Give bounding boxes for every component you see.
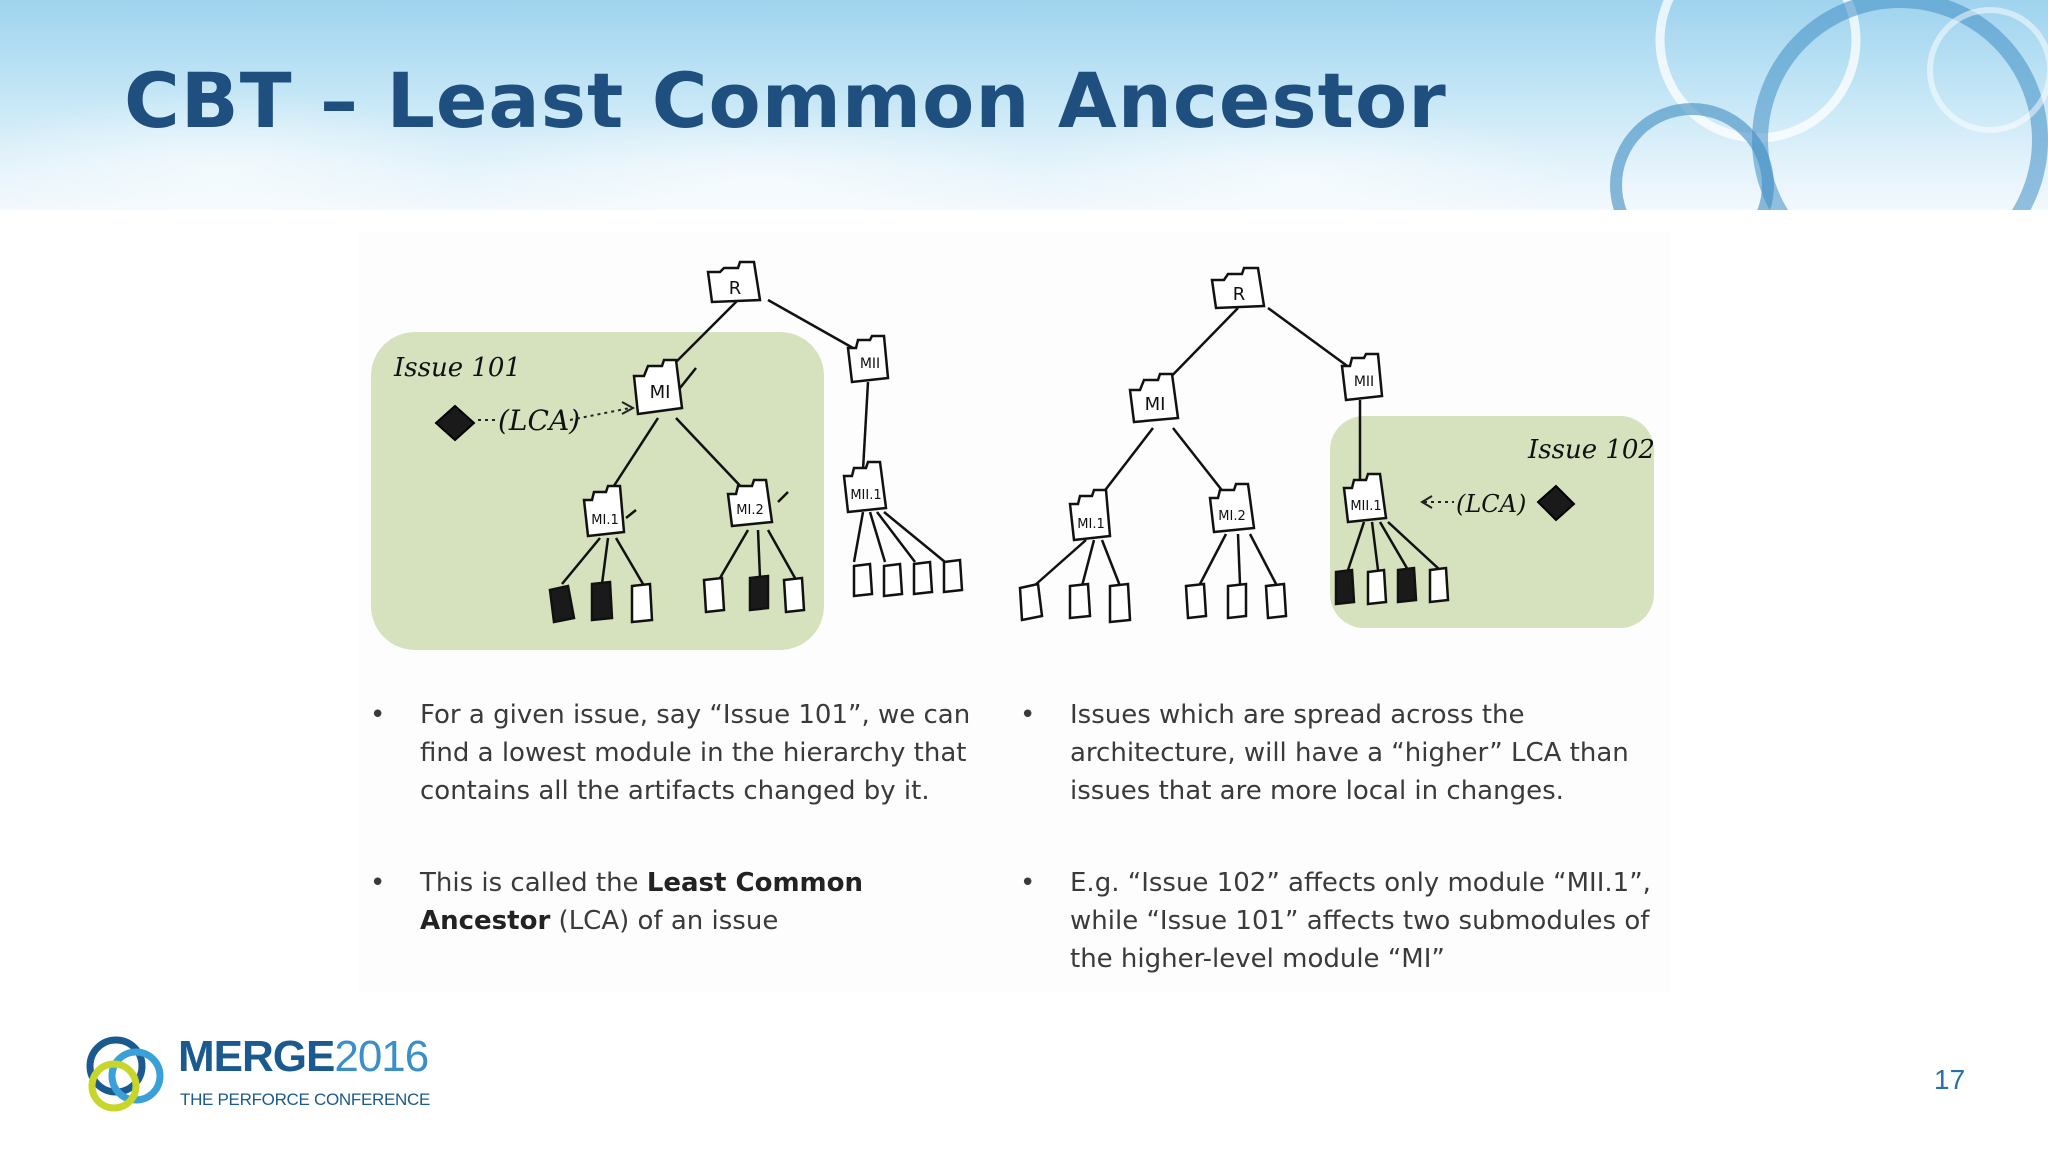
merge-2016-logo: MERGE2016 THE PERFORCE CONFERENCE: [80, 1028, 440, 1118]
left-mi-node: MI: [632, 358, 684, 416]
left-tree: Issue 101 (LCA) R: [371, 260, 964, 650]
svg-text:MII.1: MII.1: [1350, 499, 1381, 514]
lca-label-right: (LCA): [1456, 490, 1526, 518]
bullet-text: E.g. “Issue 102” affects only module “MI…: [1070, 868, 1651, 974]
lca-label-left: (LCA): [498, 404, 580, 437]
left-mi2-node: MI.2: [726, 478, 774, 528]
bullet-text-after: (LCA) of an issue: [550, 906, 779, 936]
logo-subtitle: THE PERFORCE CONFERENCE: [180, 1090, 431, 1109]
bullet-text-before: This is called the: [420, 868, 647, 898]
logo-word-merge: MERGE: [178, 1032, 335, 1081]
bullet-list-right: • Issues which are spread across the arc…: [1020, 696, 1660, 1032]
svg-text:MI.1: MI.1: [591, 513, 618, 528]
bullet-symbol: •: [370, 868, 386, 898]
right-tree: Issue 102 (LCA) R MI: [1018, 266, 1655, 628]
logo-word-year: 2016: [334, 1032, 429, 1081]
left-artifact-files: [548, 558, 964, 624]
right-artifact-files: [1018, 566, 1450, 624]
bullet-text: For a given issue, say “Issue 101”, we c…: [420, 700, 971, 806]
page-number: 17: [1934, 1064, 1966, 1095]
tree-diagram: Issue 101 (LCA) R: [371, 260, 1655, 650]
right-root-node: R: [1210, 266, 1266, 310]
right-mii-node: MII: [1340, 352, 1384, 402]
svg-text:MI: MI: [1145, 394, 1166, 415]
logo-rings-icon: [86, 1036, 164, 1112]
bullet-symbol: •: [370, 700, 386, 730]
right-mi1-node: MI.1: [1068, 488, 1112, 542]
left-root-node: R: [706, 260, 762, 304]
slide-title: CBT – Least Common Ancestor: [124, 56, 1447, 145]
right-mii1-node: MII.1: [1342, 472, 1388, 524]
issue-101-label: Issue 101: [393, 353, 521, 383]
left-mii-node: MII: [846, 334, 890, 384]
left-mii1-node: MII.1: [842, 460, 888, 514]
logo-wordmark: MERGE2016: [178, 1032, 429, 1082]
svg-text:R: R: [1233, 284, 1246, 305]
bullet-text: Issues which are spread across the archi…: [1070, 700, 1629, 806]
bullet-item: • E.g. “Issue 102” affects only module “…: [1020, 864, 1660, 978]
svg-text:MI.1: MI.1: [1077, 517, 1104, 532]
bullet-bold-term: Least Common Ancestor: [420, 868, 864, 936]
svg-text:MI.2: MI.2: [1218, 509, 1245, 524]
header-banner: CBT – Least Common Ancestor: [0, 0, 2048, 210]
issue-102-label: Issue 102: [1527, 435, 1655, 465]
svg-text:R: R: [729, 278, 742, 299]
svg-text:MI: MI: [650, 382, 671, 403]
svg-text:MII: MII: [1354, 374, 1374, 390]
left-mi1-node: MI.1: [582, 484, 626, 538]
bullet-item: • For a given issue, say “Issue 101”, we…: [370, 696, 990, 810]
svg-text:MII: MII: [860, 356, 880, 372]
svg-text:MI.2: MI.2: [736, 503, 763, 518]
bullet-symbol: •: [1020, 868, 1036, 898]
bullet-item: • Issues which are spread across the arc…: [1020, 696, 1660, 810]
right-mi-node: MI: [1128, 372, 1180, 424]
svg-text:MII.1: MII.1: [850, 488, 881, 503]
right-mi2-node: MI.2: [1208, 482, 1256, 534]
issue-102-icon: [1536, 484, 1576, 522]
bullet-symbol: •: [1020, 700, 1036, 730]
decorative-circles: [0, 0, 2048, 210]
bullet-item: • This is called the Least Common Ancest…: [370, 864, 990, 940]
issue-101-icon: [434, 404, 476, 442]
bullet-list-left: • For a given issue, say “Issue 101”, we…: [370, 696, 990, 994]
